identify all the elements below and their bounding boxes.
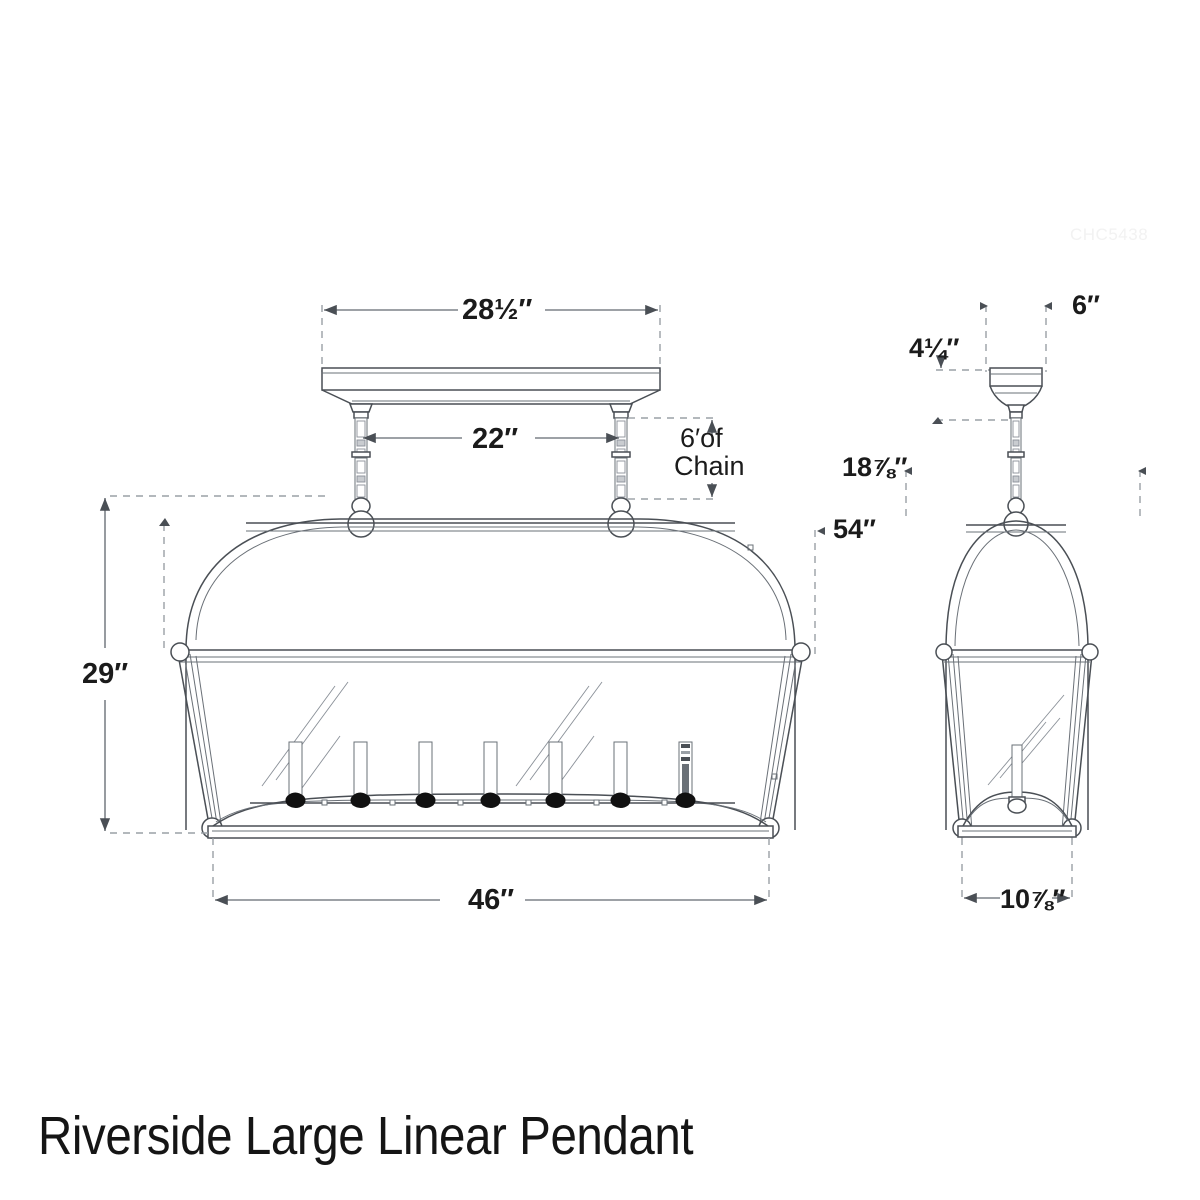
- candle-5: [545, 741, 566, 808]
- dim-body-height: 29″: [82, 658, 129, 690]
- post-right: [758, 653, 804, 831]
- dim-chain-note-line1: 6′of: [680, 423, 723, 453]
- candle-4: [480, 741, 501, 808]
- candle-7-with-bulb: [675, 741, 696, 808]
- post-left: [177, 653, 223, 831]
- dim-overall-drop: 54″: [833, 514, 876, 544]
- candle-3: [415, 741, 436, 808]
- dim-chain-note-line2: Chain: [674, 451, 745, 481]
- dim-side-canopy-width: 6″: [1072, 290, 1100, 320]
- side-chain: [1003, 404, 1029, 537]
- candle-2: [350, 741, 371, 808]
- page-title: Riverside Large Linear Pendant: [38, 1106, 694, 1166]
- side-candle: [1007, 744, 1027, 814]
- dim-canopy-width: 28½″: [462, 294, 533, 326]
- side-post-left: [941, 653, 973, 831]
- front-elevation-group: [99, 304, 825, 906]
- dim-side-canopy-height: 4¼″: [909, 333, 960, 363]
- side-glass-reflection: [987, 694, 1065, 786]
- dim-body-width: 46″: [468, 884, 515, 916]
- dim-side-body-depth: 10⅞″: [1000, 884, 1066, 914]
- dim-stem-spacing: 22″: [472, 423, 519, 455]
- glass-reflection-left: [261, 681, 349, 789]
- side-elevation-group: [904, 302, 1146, 904]
- chain-right: [607, 403, 635, 538]
- dim-side-overall-drop: 18⅞″: [842, 452, 908, 482]
- candle-6: [610, 741, 631, 808]
- side-post-right: [1061, 653, 1093, 831]
- chain-left: [347, 403, 375, 538]
- product-code-watermark: CHC5438: [1070, 225, 1149, 244]
- candle-1: [285, 741, 306, 808]
